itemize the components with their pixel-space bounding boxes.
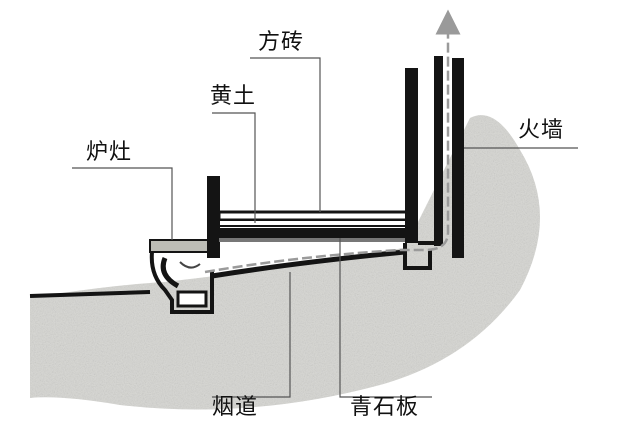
leader-bluestone [339, 238, 432, 398]
kang-platform [217, 210, 411, 242]
leader-stove [72, 167, 173, 240]
leader-square-brick [250, 57, 321, 212]
flue-floor [211, 249, 406, 279]
leader-flue [212, 272, 291, 398]
ground-mound [29, 115, 540, 410]
fire-wall-structure [403, 56, 464, 270]
label-stove: 炉灶 [86, 140, 133, 165]
label-loess: 黄土 [210, 84, 257, 109]
label-bluestone-slab: 青石板 [350, 395, 420, 420]
label-flue: 烟道 [212, 395, 259, 420]
leader-loess [212, 112, 256, 223]
smoke-flow-arrow [204, 9, 461, 274]
label-square-brick: 方砖 [258, 30, 305, 55]
leader-lines [72, 57, 578, 398]
left-wall-post [207, 176, 220, 258]
label-fire-wall: 火墙 [518, 118, 565, 143]
